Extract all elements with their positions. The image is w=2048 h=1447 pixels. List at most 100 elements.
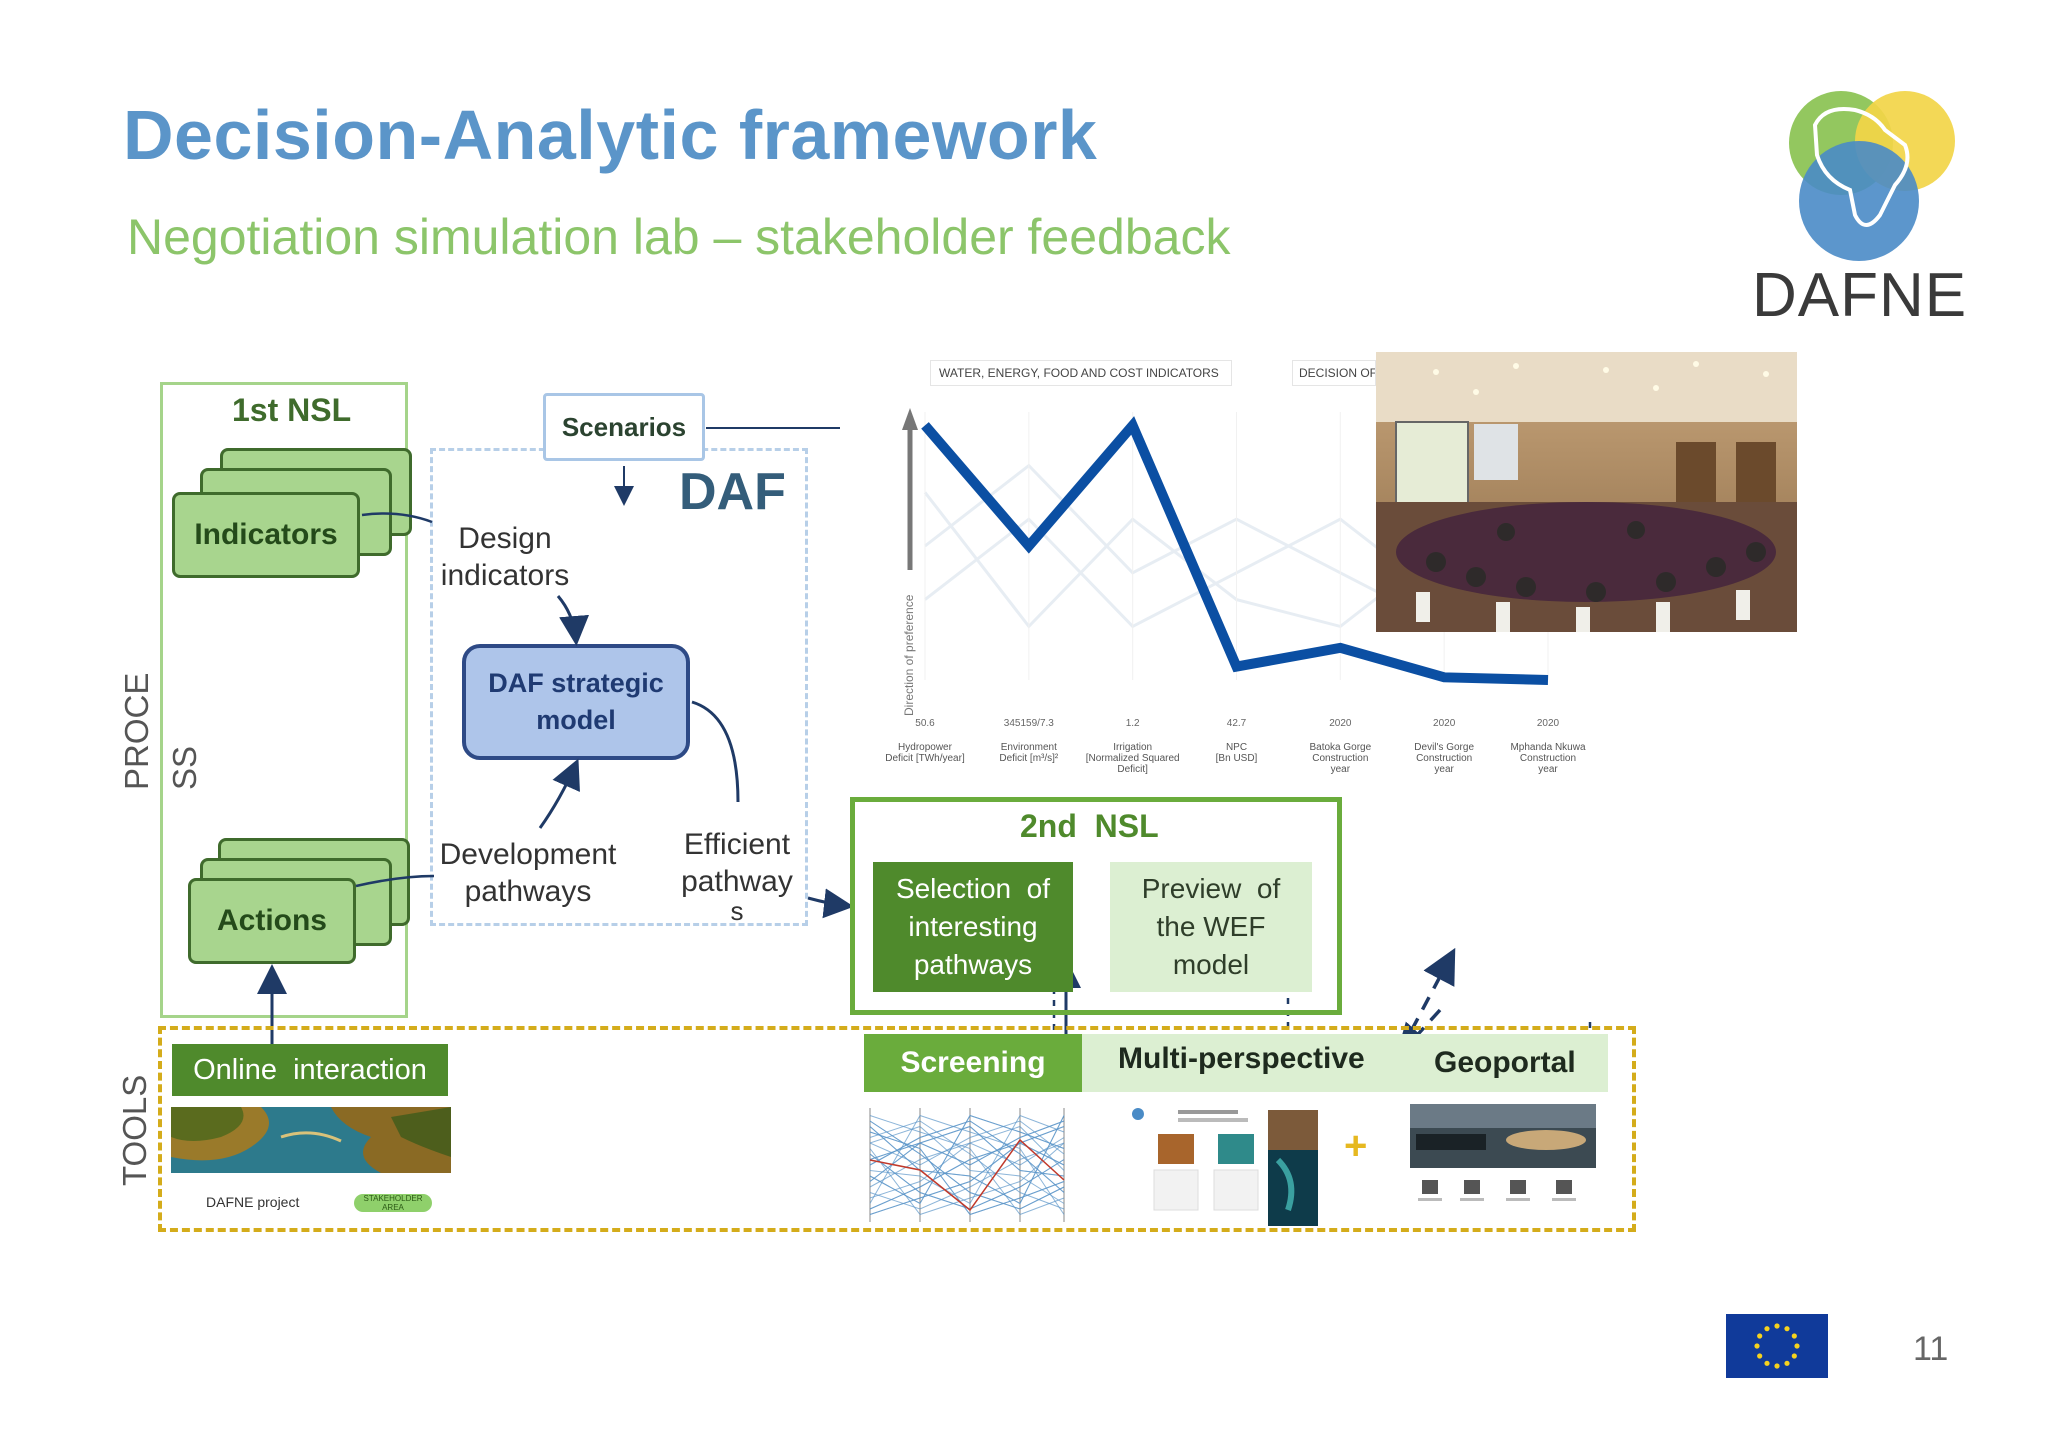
development-pathways-label: Development pathways: [438, 836, 618, 910]
axis-top-value-5: 2020: [1433, 718, 1456, 729]
strategic-model-line-2: model: [536, 705, 616, 735]
development-line-1: Development: [439, 838, 617, 871]
scenarios-box: Scenarios: [543, 393, 705, 461]
logo-text: DAFNE: [1752, 261, 1968, 330]
preview-line-2: the WEF: [1156, 911, 1266, 942]
eu-star-4: [1764, 1360, 1770, 1366]
axis-label-5-line-0: Devil's Gorge: [1414, 742, 1475, 753]
eu-star-6: [1754, 1343, 1760, 1349]
design-indicators-label: Design indicators: [440, 520, 570, 594]
first-nsl-title: 1st NSL: [232, 392, 352, 428]
meeting-room-photo: [1376, 352, 1797, 632]
geoportal-thumbnail: [1406, 1100, 1600, 1218]
eu-star-8: [1764, 1326, 1770, 1332]
axis-label-4-line-2: year: [1330, 764, 1351, 775]
screening-highlight-line: [869, 1138, 1065, 1212]
efficient-pathways-label: Efficient pathway s: [670, 826, 804, 926]
eu-star-3: [1774, 1363, 1780, 1369]
plus-sign: +: [1344, 1124, 1368, 1168]
axis-top-value-1: 345159/7.3: [1003, 718, 1054, 729]
eu-star-7: [1757, 1333, 1763, 1339]
axis-top-value-2: 1.2: [1125, 718, 1140, 729]
online-interaction-box[interactable]: Online interaction: [172, 1044, 448, 1096]
eu-star-5: [1757, 1353, 1763, 1359]
axis-label-3: NPC[Bn USD]: [1189, 742, 1285, 764]
development-line-2: pathways: [464, 875, 592, 908]
axis-label-1-line-0: Environment: [1000, 742, 1057, 753]
screening-line-19: [869, 1115, 1065, 1216]
tools-panel: [158, 1026, 1636, 1232]
efficient-line-3: s: [730, 896, 744, 926]
eu-star-0: [1794, 1343, 1800, 1349]
strategic-model-line-1: DAF strategic: [488, 668, 664, 698]
axis-label-6-line-0: Mphanda Nkuwa: [1510, 742, 1586, 753]
screening-line-24: [869, 1120, 1065, 1182]
aerial-landscape-image: [171, 1107, 451, 1173]
actions-box: Actions: [188, 878, 356, 964]
screening-line-16: [869, 1125, 1065, 1188]
design-indicators-line-2: indicators: [440, 559, 570, 592]
axis-top-value-0: 50.6: [915, 718, 935, 729]
axis-label-2-line-2: Deficit]: [1117, 764, 1148, 775]
screening-line-22: [869, 1120, 1065, 1193]
geoportal-tab[interactable]: Geoportal: [1434, 1046, 1576, 1079]
tools-label: TOOLS: [116, 1074, 153, 1186]
eu-star-10: [1784, 1326, 1790, 1332]
selection-line-2: interesting: [908, 911, 1038, 942]
axis-top-value-6: 2020: [1536, 718, 1560, 729]
stakeholder-area-button[interactable]: STAKEHOLDER AREA: [354, 1194, 432, 1212]
axis-label-6-line-2: year: [1538, 764, 1558, 775]
axis-label-1-line-1: Deficit [m³/s]²: [999, 753, 1059, 764]
indicators-box: Indicators: [172, 492, 360, 578]
second-nsl-title: 2nd NSL: [1020, 808, 1159, 844]
axis-label-5-line-1: Construction: [1416, 753, 1473, 764]
efficient-line-1: Efficient: [683, 828, 791, 861]
axis-label-2-line-0: Irrigation: [1113, 742, 1153, 753]
screening-line-25: [869, 1125, 1065, 1177]
screening-line-28: [869, 1131, 1065, 1216]
screening-line-26: [869, 1142, 1065, 1215]
screening-tab[interactable]: Screening: [864, 1034, 1082, 1092]
screening-line-14: [869, 1125, 1065, 1204]
page-subtitle: Negotiation simulation lab – stakeholder…: [127, 209, 1231, 265]
daf-title: DAF: [679, 463, 786, 521]
daf-strategic-model-box: DAF strategic model: [462, 644, 690, 760]
axis-label-5-line-2: year: [1434, 764, 1454, 775]
axis-label-4-line-0: Batoka Gorge: [1309, 742, 1372, 753]
dafne-project-text: DAFNE project: [206, 1194, 300, 1210]
chart-header-left: WATER, ENERGY, FOOD AND COST INDICATORS: [930, 360, 1232, 386]
axis-label-3-line-0: NPC: [1225, 742, 1248, 753]
selection-line-1: Selection of: [895, 873, 1051, 904]
second-nsl-panel: [850, 797, 1342, 1015]
eu-star-2: [1784, 1360, 1790, 1366]
eu-star-11: [1791, 1333, 1797, 1339]
selection-line-3: pathways: [913, 949, 1033, 980]
preview-line-1: Preview of: [1141, 873, 1281, 904]
page-title: Decision-Analytic framework: [123, 96, 1098, 174]
axis-label-2-line-1: [Normalized Squared: [1085, 753, 1180, 764]
screening-line-12: [869, 1114, 1065, 1205]
eu-star-1: [1791, 1353, 1797, 1359]
chart-header-right: DECISION OF: [1292, 360, 1376, 386]
screening-line-27: [869, 1126, 1065, 1210]
slide-number: 11: [1913, 1330, 1949, 1368]
screening-thumbnail: [866, 1100, 1068, 1226]
axis-label-4-line-1: Construction: [1312, 753, 1369, 764]
series-line-0: [921, 416, 1549, 685]
multi-perspective-tab[interactable]: Multi-perspective: [1118, 1042, 1365, 1075]
eu-star-9: [1774, 1323, 1780, 1329]
preview-line-3: model: [1172, 949, 1250, 980]
first-nsl-panel: [160, 382, 408, 1018]
axis-label-3-line-1: [Bn USD]: [1215, 753, 1258, 764]
axis-top-value-3: 42.7: [1226, 718, 1247, 729]
axis-label-6-line-1: Construction: [1519, 753, 1577, 764]
screening-line-10: [869, 1114, 1065, 1215]
preview-wef-box: Preview of the WEF model: [1110, 862, 1312, 992]
screening-line-17: [869, 1142, 1065, 1216]
axis-label-0-line-0: Hydropower: [898, 742, 952, 753]
